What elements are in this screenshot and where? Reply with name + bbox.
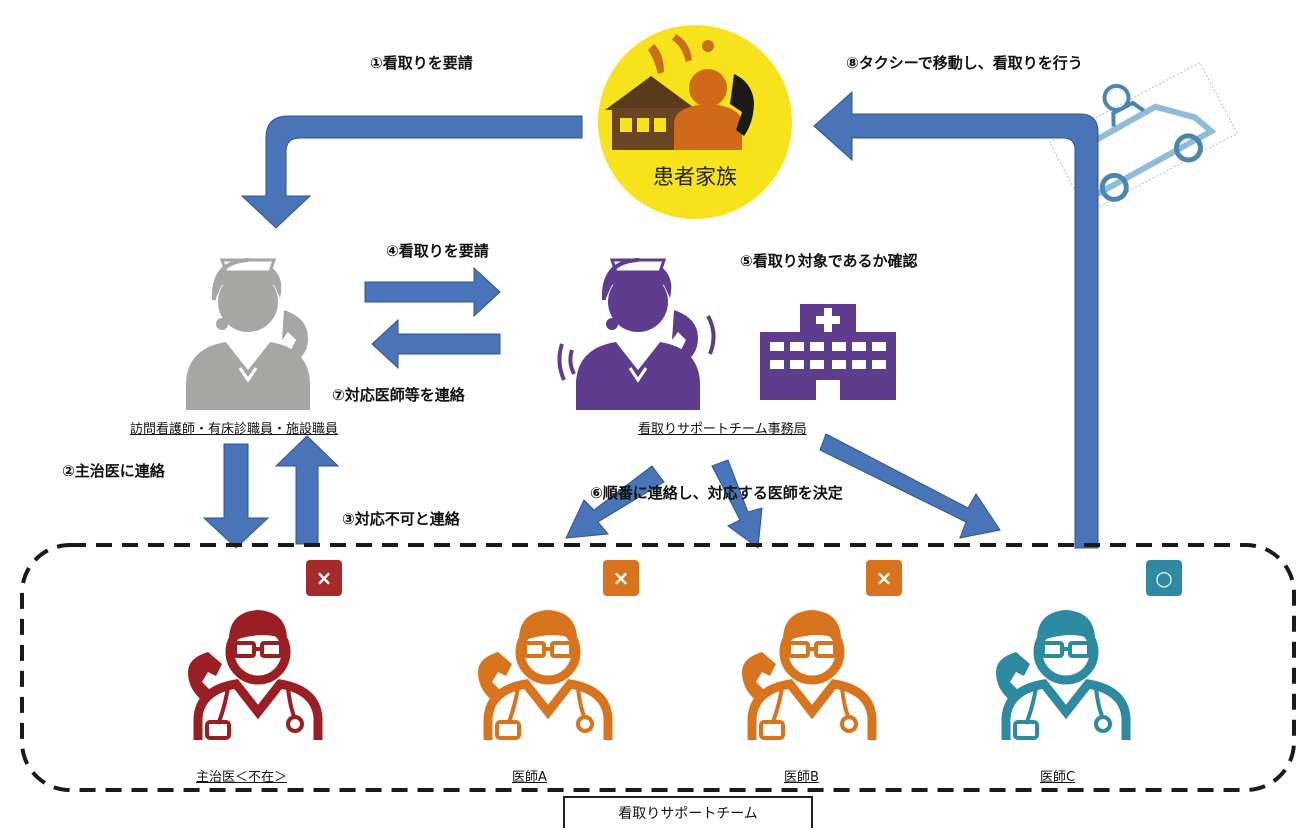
- arrow-office-to-doctor-b: [711, 459, 763, 549]
- team-label: 看取りサポートチーム: [563, 796, 813, 828]
- nurse-headset-icon: [184, 256, 312, 412]
- main-doctor-icon: [188, 610, 318, 740]
- step-3-label: ③対応不可と連絡: [342, 510, 460, 528]
- arrow-family-to-nurse: [240, 115, 583, 229]
- arrow-office-to-doctor-c: [819, 433, 1001, 539]
- arrow-doctor-c-to-family: [813, 90, 1099, 549]
- family-label: 患者家族: [653, 165, 737, 189]
- team-boundary: [20, 543, 1296, 792]
- arrow-office-to-nurse: [371, 318, 501, 370]
- step-6-label: ⑥順番に連絡し、対応する医師を決定: [590, 484, 843, 502]
- arrow-nurse-to-main-doctor: [202, 443, 270, 549]
- doctor-a-icon: [478, 610, 608, 740]
- doctor-c-icon: [996, 610, 1126, 740]
- step-8-label: ⑧タクシーで移動し、看取りを行う: [846, 54, 1083, 72]
- step-1-label: ①看取りを要請: [370, 54, 473, 72]
- nurse-phone-icon: [557, 256, 716, 412]
- doctor-c-available-mark: ○: [1146, 560, 1182, 596]
- step-2-label: ②主治医に連絡: [62, 462, 165, 480]
- doctor-c-label: 医師C: [1040, 770, 1076, 785]
- house-family-phone-icon: [598, 25, 792, 219]
- nurse-label: 訪問看護師・有床診職員・施設職員: [130, 422, 339, 437]
- arrow-main-doctor-to-nurse: [274, 435, 340, 545]
- hospital-icon: [760, 304, 896, 400]
- doctor-b-icon: [742, 610, 872, 740]
- doctor-a-label: 医師A: [512, 770, 547, 785]
- doctor-b-unavailable-mark: ×: [866, 560, 902, 596]
- arrow-office-to-doctor-a: [565, 465, 665, 539]
- office-label: 看取りサポートチーム事務局: [638, 422, 807, 437]
- doctor-b-label: 医師B: [784, 770, 819, 785]
- step-7-label: ⑦対応医師等を連絡: [332, 386, 465, 404]
- flow-arrows: [202, 90, 1099, 549]
- step-4-label: ④看取りを要請: [386, 242, 489, 260]
- arrow-nurse-to-office: [364, 266, 501, 318]
- main-doctor-unavailable-mark: ×: [306, 560, 342, 596]
- doctor-a-unavailable-mark: ×: [603, 560, 639, 596]
- step-5-label: ⑤看取り対象であるか確認: [740, 252, 918, 270]
- main-doctor-label: 主治医＜不在＞: [196, 770, 288, 785]
